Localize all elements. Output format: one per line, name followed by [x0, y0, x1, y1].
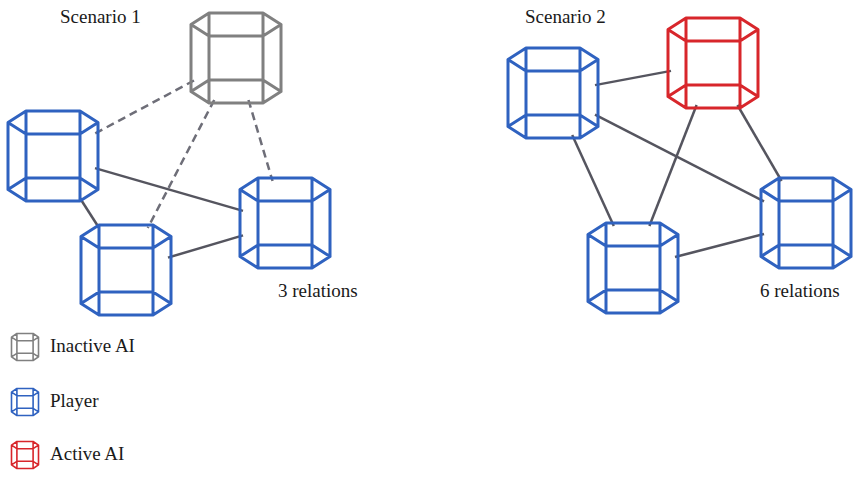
legend-row: Active AI — [10, 440, 210, 472]
prism-stroke — [761, 178, 851, 268]
legend-row: Player — [10, 387, 210, 419]
relation-line — [595, 71, 671, 85]
relation-line — [95, 168, 243, 211]
prism-node — [237, 175, 333, 271]
legend-prism — [12, 389, 39, 416]
prism-outline — [78, 222, 174, 318]
prism-outline — [237, 175, 333, 271]
prism-node — [5, 108, 101, 204]
prism-stroke — [508, 48, 598, 138]
prism-node — [585, 220, 681, 316]
relation-count: 6 relations — [760, 280, 840, 303]
prism-outline — [188, 10, 284, 106]
inactive-relation — [248, 100, 272, 181]
prism-node — [665, 15, 761, 111]
legend-prism — [12, 334, 39, 361]
legend-swatch — [10, 332, 40, 362]
scenario-heading: Scenario 1 — [60, 6, 141, 29]
legend-text: Active AI — [50, 443, 124, 466]
relation-line — [737, 105, 781, 181]
relation-line — [80, 198, 99, 228]
prism-node — [758, 175, 854, 271]
legend-swatch — [10, 440, 40, 470]
relation-line — [675, 234, 764, 257]
relation-count: 3 relations — [278, 280, 358, 303]
inactive-relation — [148, 100, 214, 228]
relation-line — [595, 115, 764, 202]
prism-stroke — [240, 178, 330, 268]
prism-node — [78, 222, 174, 318]
prism-node — [188, 10, 284, 106]
prism-outline — [758, 175, 854, 271]
legend-text: Player — [50, 390, 99, 413]
inactive-relation — [95, 80, 194, 133]
prism-node — [505, 45, 601, 141]
legend-prism — [12, 442, 39, 469]
legend-text: Inactive AI — [50, 335, 135, 358]
prism-stroke — [668, 18, 758, 108]
prism-stroke — [588, 223, 678, 313]
prism-outline — [505, 45, 601, 141]
prism-outline — [5, 108, 101, 204]
prism-stroke — [81, 225, 171, 315]
prism-outline — [665, 15, 761, 111]
legend-row: Inactive AI — [10, 332, 210, 364]
prism-outline — [585, 220, 681, 316]
relation-line — [572, 135, 614, 226]
relation-line — [168, 235, 243, 257]
legend-swatch — [10, 387, 40, 417]
scenario-heading: Scenario 2 — [525, 6, 606, 29]
prism-stroke — [191, 13, 281, 103]
prism-stroke — [8, 111, 98, 201]
relation-line — [649, 105, 696, 226]
